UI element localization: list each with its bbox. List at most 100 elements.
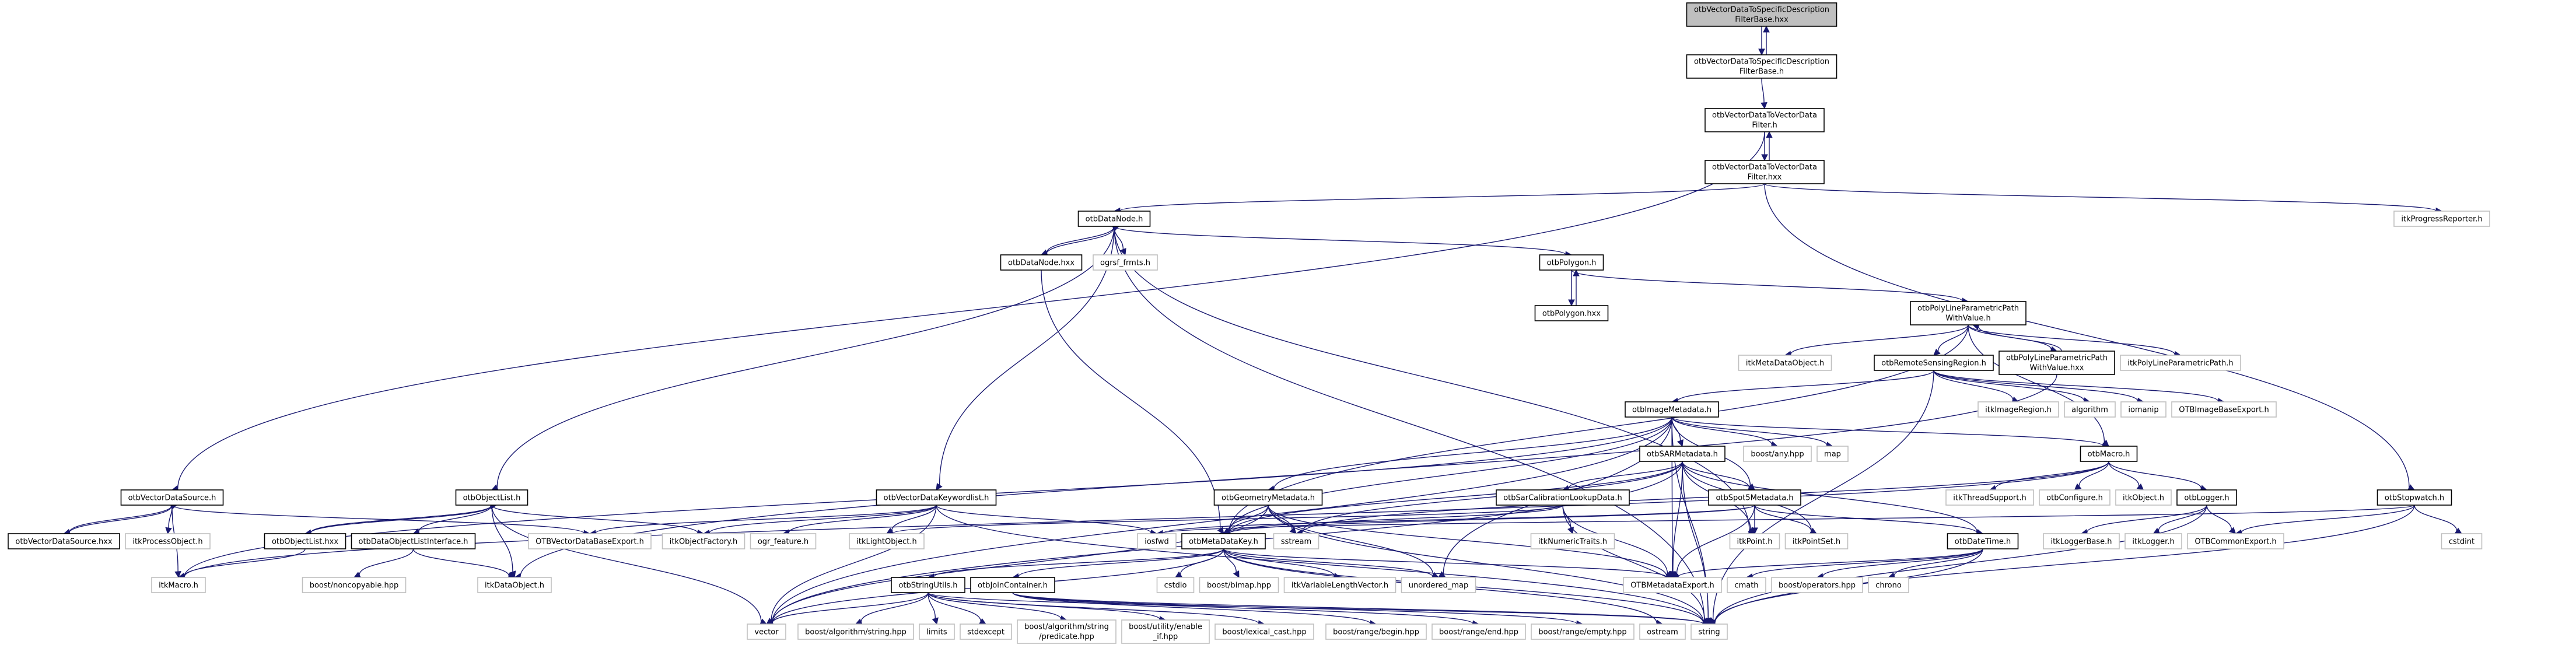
dependency-edge bbox=[1672, 461, 1683, 572]
dependency-edge bbox=[1754, 505, 1812, 531]
graph-node-datetime[interactable]: otbDateTime.h bbox=[1947, 533, 2019, 549]
graph-node-strutils[interactable]: otbStringUtils.h bbox=[891, 577, 965, 593]
graph-node-objlist-hxx[interactable]: otbObjectList.hxx bbox=[264, 533, 346, 549]
node-label: boost/lexical_cast.hpp bbox=[1222, 628, 1306, 637]
node-label: otbPolyLineParametricPath bbox=[1917, 304, 2019, 313]
node-label: ogr_feature.h bbox=[758, 538, 808, 547]
graph-node-dolistif[interactable]: otbDataObjectListInterface.h bbox=[351, 533, 476, 549]
graph-node-logger[interactable]: otbLogger.h bbox=[2176, 489, 2237, 506]
node-box bbox=[1077, 211, 1151, 227]
dependency-edge bbox=[412, 548, 510, 576]
dependency-edge bbox=[1671, 416, 1773, 445]
dependency-edge bbox=[939, 226, 1115, 485]
dependency-edge bbox=[1223, 548, 1667, 577]
node-box bbox=[797, 624, 914, 640]
arrowhead-icon bbox=[1758, 48, 1765, 56]
node-box bbox=[1945, 489, 2034, 506]
dependency-edge bbox=[1894, 548, 1983, 576]
node-label: itkNumericTraits.h bbox=[1538, 538, 1607, 547]
node-label: OTBImageBaseExport.h bbox=[2179, 406, 2269, 415]
node-label: boost/range/empty.hpp bbox=[1538, 628, 1626, 637]
node-box bbox=[876, 489, 997, 506]
graph-node-balgstr: boost/algorithm/string.hpp bbox=[797, 624, 914, 640]
graph-node-base-h[interactable]: otbVectorDataToSpecificDescriptionFilter… bbox=[1686, 54, 1838, 79]
graph-node-otbcommonexp: OTBCommonExport.h bbox=[2187, 533, 2284, 549]
node-label: otbJoinContainer.h bbox=[978, 582, 1048, 590]
node-label: itkPoint.h bbox=[1737, 538, 1773, 547]
graph-node-itkloggerbase: itkLoggerBase.h bbox=[2043, 533, 2120, 549]
graph-node-spot5[interactable]: otbSpot5Metadata.h bbox=[1708, 489, 1801, 506]
graph-node-itkprocobj: itkProcessObject.h bbox=[125, 533, 211, 549]
graph-node-polygon-h[interactable]: otbPolygon.h bbox=[1539, 254, 1604, 271]
node-box bbox=[2039, 489, 2110, 506]
dependency-edge bbox=[1012, 592, 1474, 624]
node-label: itkPolyLineParametricPath.h bbox=[2127, 359, 2233, 368]
dependency-edge bbox=[1268, 505, 1434, 576]
graph-node-objlist-h[interactable]: otbObjectList.h bbox=[455, 489, 528, 506]
node-box bbox=[1199, 577, 1279, 593]
dependency-edge bbox=[1119, 183, 1765, 212]
node-label: OTBVectorDataBaseExport.h bbox=[536, 538, 644, 547]
graph-node-string: string bbox=[1690, 624, 1728, 640]
dependency-edge bbox=[1671, 416, 1828, 446]
graph-node-sarcal[interactable]: otbSarCalibrationLookupData.h bbox=[1496, 489, 1630, 506]
dependency-edge bbox=[309, 506, 491, 534]
node-label: Filter.h bbox=[1752, 121, 1777, 130]
dependency-edge bbox=[1228, 505, 1269, 531]
dependency-edge bbox=[68, 506, 172, 534]
node-box bbox=[2120, 355, 2241, 371]
graph-node-vds-hxx[interactable]: otbVectorDataSource.hxx bbox=[8, 533, 120, 549]
node-label: vector bbox=[754, 628, 779, 637]
graph-node-stopwatch[interactable]: otbStopwatch.h bbox=[2376, 489, 2452, 506]
node-box bbox=[1623, 577, 1722, 593]
dependency-edge bbox=[1761, 78, 1765, 103]
node-box bbox=[1771, 577, 1863, 593]
dependency-edge bbox=[491, 505, 513, 572]
graph-node-macro[interactable]: otbMacro.h bbox=[2080, 446, 2138, 462]
node-label: OTBCommonExport.h bbox=[2194, 538, 2276, 547]
dependency-edge bbox=[491, 505, 698, 534]
graph-node-vdkw[interactable]: otbVectorDataKeywordlist.h bbox=[876, 489, 997, 506]
node-label: itkLoggerBase.h bbox=[2050, 538, 2112, 547]
dependency-edge bbox=[310, 505, 492, 533]
graph-node-otbconf: otbConfigure.h bbox=[2039, 489, 2110, 506]
node-box bbox=[1625, 401, 1719, 418]
dependency-edge bbox=[860, 592, 929, 622]
graph-node-datanode-hxx[interactable]: otbDataNode.hxx bbox=[1000, 254, 1083, 271]
graph-node-polygon-hxx[interactable]: otbPolygon.hxx bbox=[1534, 305, 1609, 321]
node-label: iomanip bbox=[2128, 406, 2158, 415]
node-label: itkDataObject.h bbox=[485, 582, 544, 590]
graph-node-geommeta[interactable]: otbGeometryMetadata.h bbox=[1213, 489, 1323, 506]
graph-node-joincont[interactable]: otbJoinContainer.h bbox=[970, 577, 1055, 593]
graph-node-datanode-h[interactable]: otbDataNode.h bbox=[1077, 211, 1151, 227]
graph-node-progress: itkProgressReporter.h bbox=[2393, 211, 2490, 227]
graph-node-ogrsf: ogrsf_frmts.h bbox=[1093, 254, 1158, 271]
graph-node-vds-h[interactable]: otbVectorDataSource.h bbox=[120, 489, 224, 506]
node-box bbox=[1704, 108, 1825, 132]
node-label: otbVectorDataToSpecificDescription bbox=[1694, 58, 1829, 66]
dependency-edge bbox=[1754, 505, 1978, 534]
node-label: itkLogger.h bbox=[2132, 538, 2174, 547]
graph-node-mdkey[interactable]: otbMetaDataKey.h bbox=[1181, 533, 1266, 549]
dependency-edge bbox=[891, 505, 937, 531]
node-box bbox=[1910, 301, 2027, 325]
dependency-edge bbox=[709, 505, 937, 534]
node-label: string bbox=[1698, 628, 1720, 637]
graph-node-imgmeta[interactable]: otbImageMetadata.h bbox=[1625, 401, 1719, 418]
graph-node-rsr[interactable]: otbRemoteSensingRegion.h bbox=[1874, 355, 1994, 371]
node-box bbox=[2393, 211, 2490, 227]
arrowhead-icon bbox=[1289, 527, 1297, 534]
node-box bbox=[1727, 577, 1766, 593]
graph-node-chrono: chrono bbox=[1868, 577, 1909, 593]
arrowhead-icon bbox=[936, 483, 943, 491]
graph-node-root[interactable]: otbVectorDataToSpecificDescriptionFilter… bbox=[1686, 2, 1838, 27]
node-label: boost/noncopyable.hpp bbox=[310, 582, 399, 590]
arrowhead-icon bbox=[2228, 527, 2236, 534]
dependency-edge bbox=[1968, 324, 2175, 355]
graph-node-sarmeta[interactable]: otbSARMetadata.h bbox=[1639, 446, 1726, 462]
node-label: otbVectorDataKeywordlist.h bbox=[884, 494, 989, 503]
